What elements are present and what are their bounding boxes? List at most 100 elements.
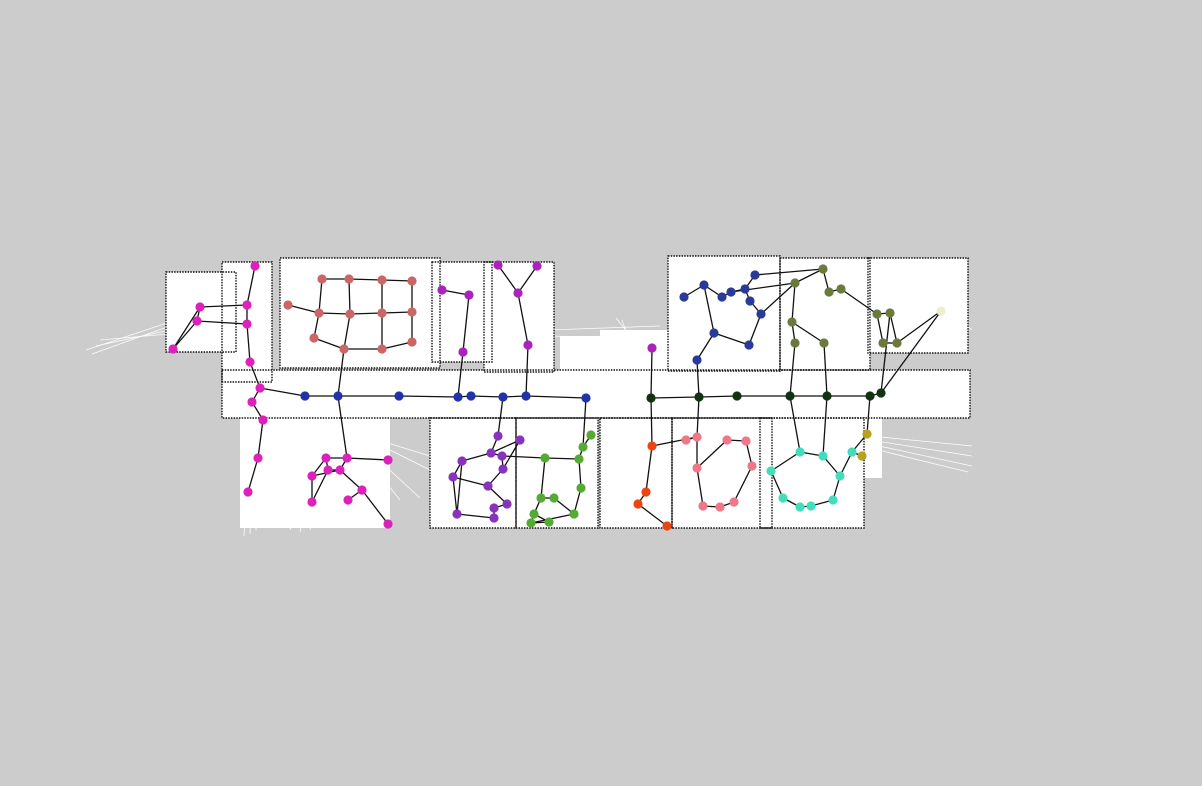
free-space-region (672, 418, 772, 528)
graph-node (726, 287, 735, 296)
graph-node (497, 451, 506, 460)
graph-node (778, 493, 787, 502)
graph-node (307, 471, 316, 480)
graph-node (314, 308, 323, 317)
graph-node (847, 447, 856, 456)
graph-node (574, 454, 583, 463)
free-space-region (484, 262, 554, 372)
graph-node (333, 391, 342, 400)
graph-node (790, 278, 799, 287)
graph-node (253, 453, 262, 462)
graph-node (343, 495, 352, 504)
graph-node (641, 487, 650, 496)
graph-node (300, 391, 309, 400)
graph-node (865, 391, 874, 400)
graph-node (936, 306, 945, 315)
graph-node (383, 455, 392, 464)
graph-node (523, 340, 532, 349)
graph-node (633, 499, 642, 508)
graph-node (785, 391, 794, 400)
graph-node (741, 436, 750, 445)
graph-node (245, 357, 254, 366)
graph-node (569, 509, 578, 518)
graph-node (502, 499, 511, 508)
graph-node (835, 471, 844, 480)
graph-node (255, 383, 264, 392)
graph-node (709, 328, 718, 337)
graph-node (466, 391, 475, 400)
graph-node (646, 393, 655, 402)
graph-node (819, 338, 828, 347)
graph-node (258, 415, 267, 424)
graph-node (521, 391, 530, 400)
graph-node (532, 261, 541, 270)
graph-node (750, 270, 759, 279)
graph-node (407, 307, 416, 316)
graph-node (309, 333, 318, 342)
graph-node (576, 483, 585, 492)
graph-node (453, 392, 462, 401)
graph-node (549, 493, 558, 502)
graph-node (493, 431, 502, 440)
graph-node (740, 284, 749, 293)
graph-node (323, 465, 332, 474)
graph-node (766, 466, 775, 475)
graph-node (243, 487, 252, 496)
graph-node (647, 343, 656, 352)
graph-node (342, 453, 351, 462)
graph-node (679, 292, 688, 301)
graph-node (345, 309, 354, 318)
graph-node (699, 280, 708, 289)
graph-node (526, 518, 535, 527)
graph-node (876, 388, 885, 397)
graph-node (513, 288, 522, 297)
graph-node (242, 300, 251, 309)
graph-node (192, 316, 201, 325)
graph-node (732, 391, 741, 400)
graph-node (885, 308, 894, 317)
graph-node (747, 461, 756, 470)
graph-node (806, 501, 815, 510)
graph-node (787, 317, 796, 326)
graph-node (493, 260, 502, 269)
graph-node (498, 464, 507, 473)
graph-node (407, 337, 416, 346)
graph-node (437, 285, 446, 294)
graph-node (536, 493, 545, 502)
graph-node (694, 392, 703, 401)
free-space-region (862, 418, 882, 478)
graph-node (862, 429, 871, 438)
graph-node (339, 344, 348, 353)
graph-node (377, 308, 386, 317)
graph-node (795, 502, 804, 511)
graph-node (486, 448, 495, 457)
graph-node (498, 392, 507, 401)
graph-node (307, 497, 316, 506)
free-space-layer (166, 256, 970, 528)
graph-node (247, 397, 256, 406)
graph-node (529, 509, 538, 518)
free-space-region (600, 418, 672, 528)
graph-node (321, 453, 330, 462)
graph-node (715, 502, 724, 511)
graph-node (818, 451, 827, 460)
free-space-region (760, 418, 864, 528)
graph-node (357, 485, 366, 494)
graph-node (458, 347, 467, 356)
graph-node (828, 495, 837, 504)
graph-node (452, 509, 461, 518)
graph-node (795, 447, 804, 456)
graph-node (335, 465, 344, 474)
graph-node (344, 274, 353, 283)
graph-node (578, 442, 587, 451)
free-space-region (432, 262, 492, 362)
graph-node (818, 264, 827, 273)
graph-node (872, 309, 881, 318)
graph-node (195, 302, 204, 311)
free-space-region (516, 418, 598, 528)
graph-node (394, 391, 403, 400)
graph-node (377, 275, 386, 284)
graph-node (790, 338, 799, 347)
